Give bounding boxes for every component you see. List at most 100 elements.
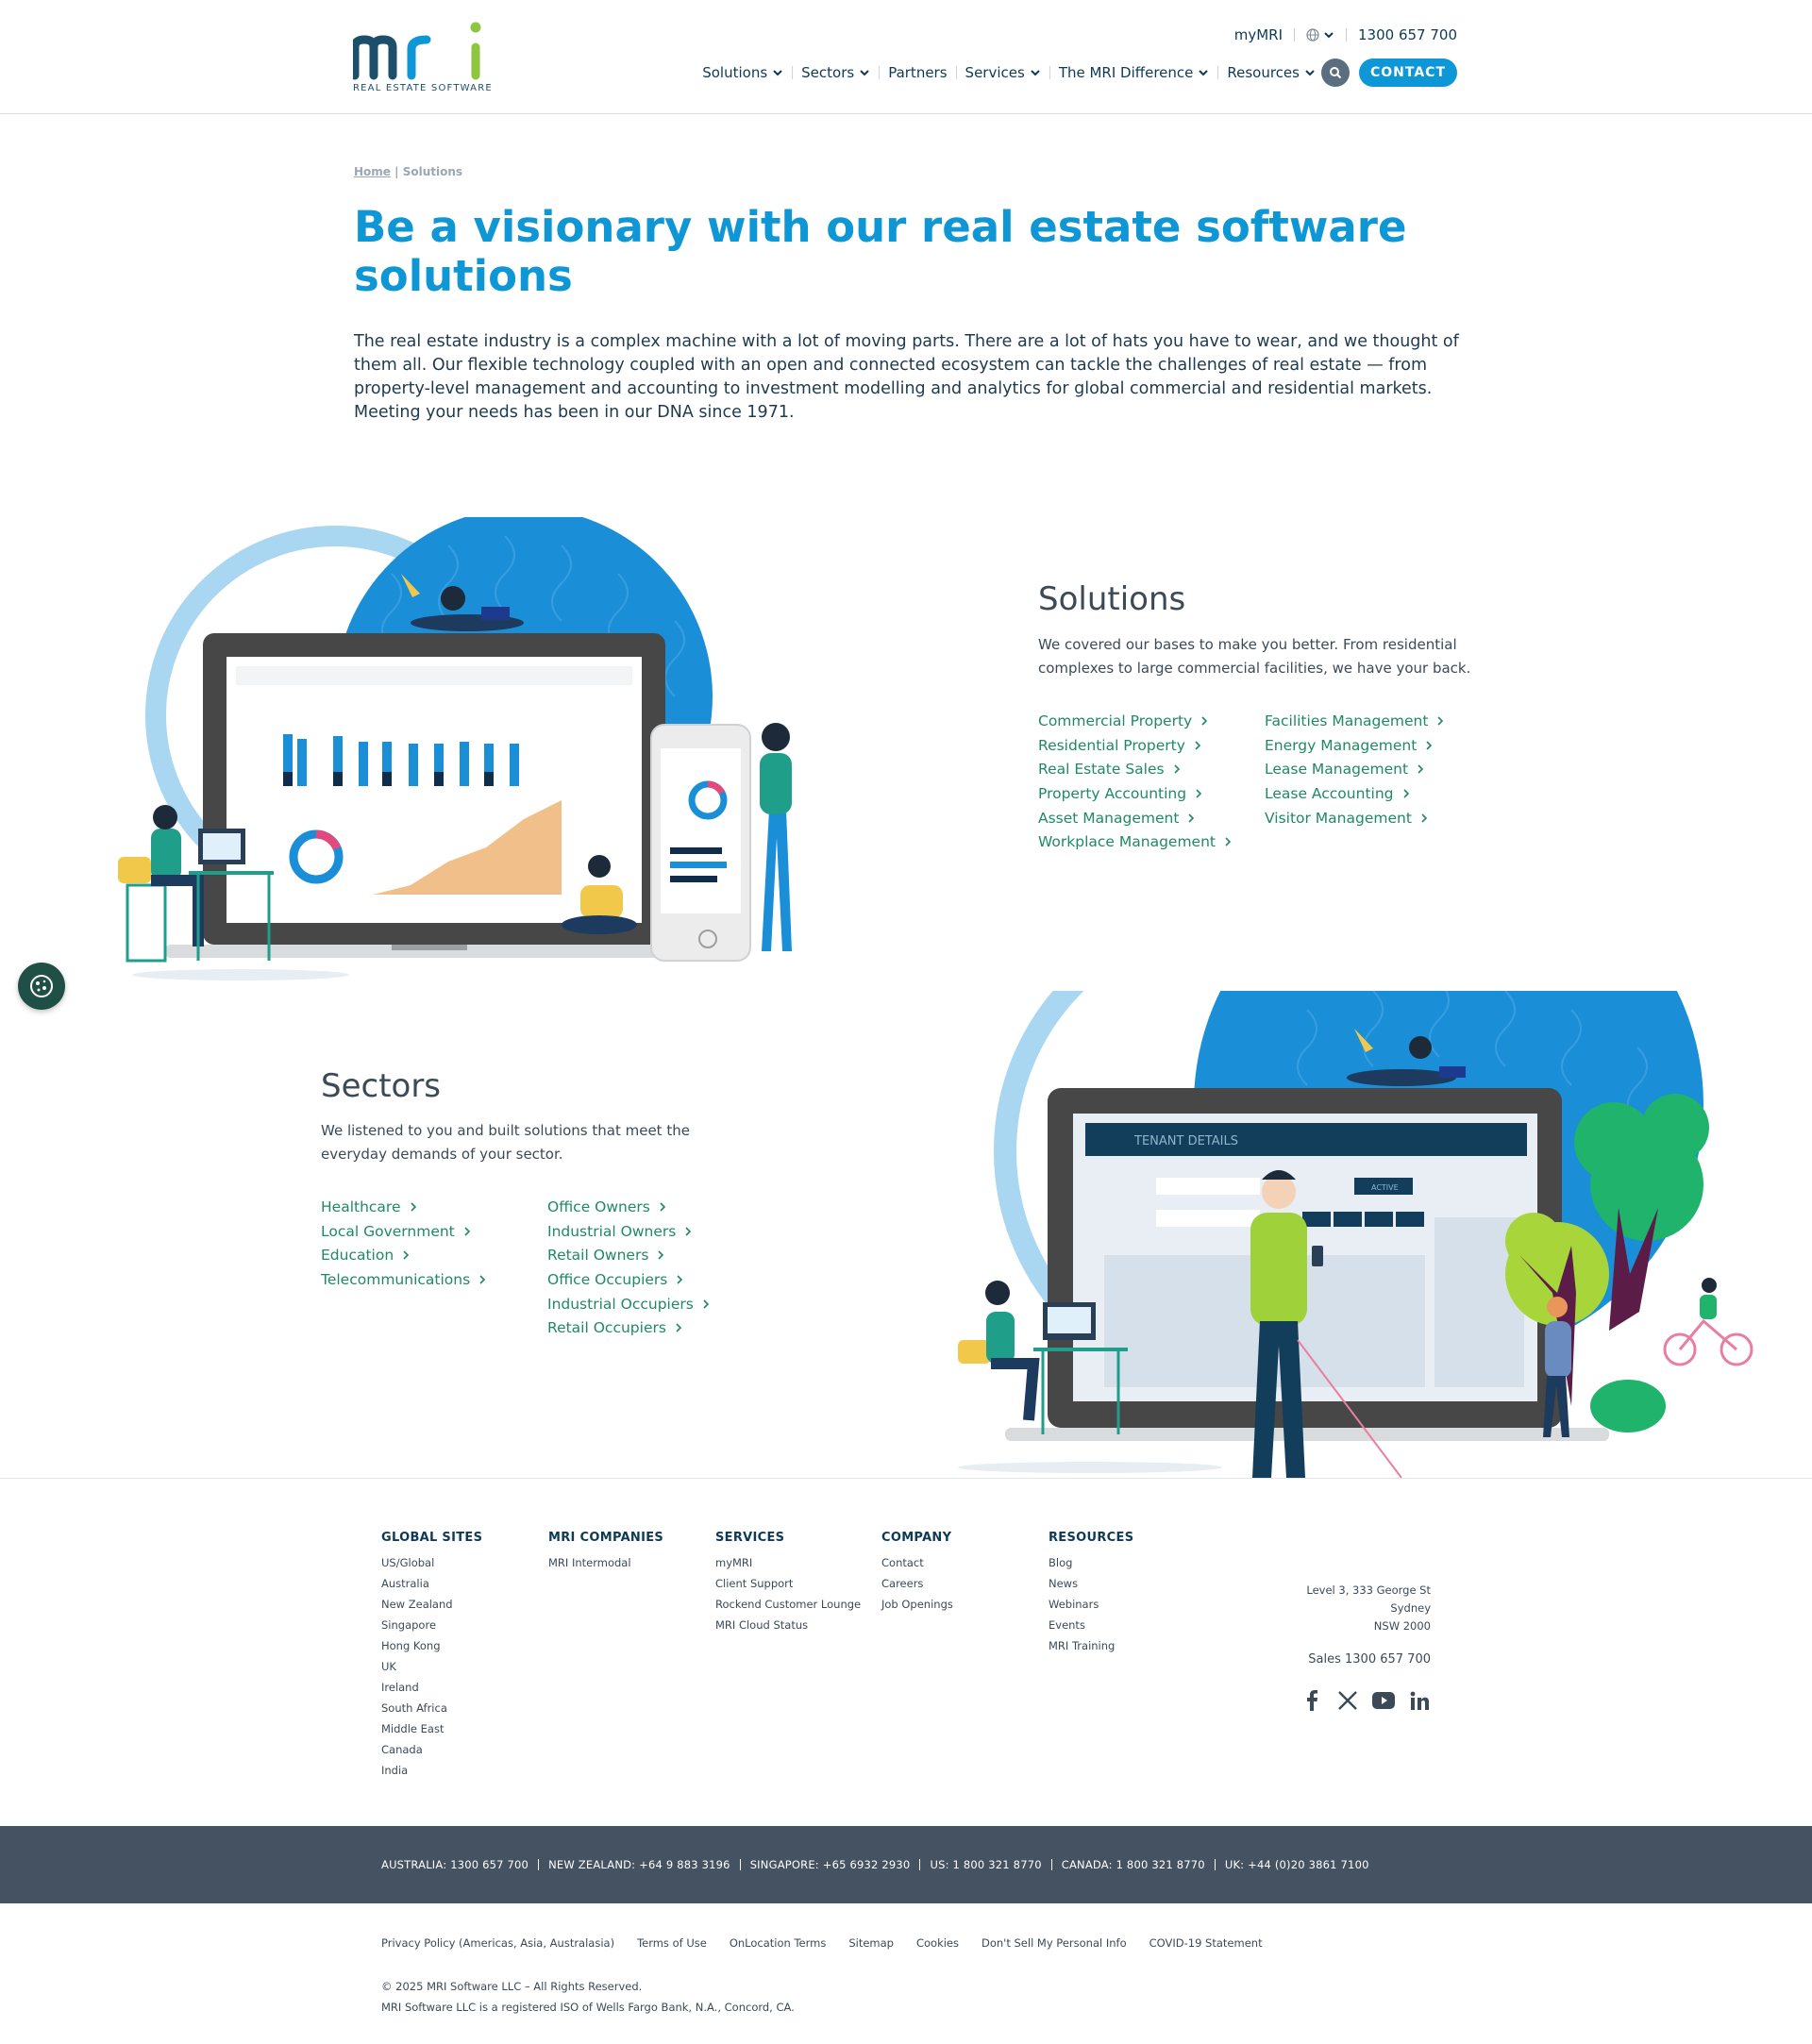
cookie-settings-button[interactable] — [18, 963, 65, 1010]
legal-link-dont-sell[interactable]: Don't Sell My Personal Info — [982, 1936, 1127, 1950]
solution-link-real-estate-sales[interactable]: Real Estate Sales — [1038, 757, 1232, 781]
chevron-right-icon — [685, 1226, 692, 1236]
solution-link-visitor-management[interactable]: Visitor Management — [1265, 806, 1444, 830]
footer-link[interactable]: Australia — [381, 1577, 429, 1590]
nav-item-services[interactable]: Services — [965, 64, 1041, 81]
footer-heading: COMPANY — [881, 1531, 952, 1545]
legal-links: Privacy Policy (Americas, Asia, Australa… — [381, 1936, 1285, 1950]
footer-link[interactable]: UK — [381, 1660, 396, 1673]
footer-link[interactable]: Blog — [1049, 1556, 1073, 1569]
nav-item-resources[interactable]: Resources — [1227, 64, 1316, 81]
footer-link[interactable]: South Africa — [381, 1701, 447, 1715]
search-button[interactable] — [1320, 59, 1350, 87]
footer-link[interactable]: MRI Intermodal — [548, 1556, 631, 1569]
divider — [1214, 1859, 1216, 1870]
sector-link-healthcare[interactable]: Healthcare — [321, 1195, 486, 1219]
nav-item-mri-difference[interactable]: The MRI Difference — [1059, 64, 1210, 81]
cookie-icon — [30, 975, 53, 997]
phone-new-zealand[interactable]: NEW ZEALAND: +64 9 883 3196 — [548, 1858, 730, 1871]
x-icon[interactable] — [1336, 1689, 1359, 1712]
tenant-details-title: TENANT DETAILS — [1133, 1134, 1238, 1148]
sector-link-retail-owners[interactable]: Retail Owners — [547, 1243, 710, 1267]
footer-link[interactable]: India — [381, 1764, 409, 1777]
logo-tagline: REAL ESTATE SOFTWARE — [353, 83, 493, 93]
sector-link-local-government[interactable]: Local Government — [321, 1219, 486, 1244]
footer-link[interactable]: Client Support — [715, 1577, 794, 1590]
breadcrumb-home-link[interactable]: Home — [354, 165, 391, 178]
solution-link-energy-management[interactable]: Energy Management — [1265, 733, 1444, 758]
solution-link-lease-management[interactable]: Lease Management — [1265, 757, 1444, 781]
legal-link-sitemap[interactable]: Sitemap — [848, 1936, 894, 1950]
solution-link-facilities-management[interactable]: Facilities Management — [1265, 709, 1444, 733]
legal-link-onlocation[interactable]: OnLocation Terms — [729, 1936, 827, 1950]
sector-link-industrial-occupiers[interactable]: Industrial Occupiers — [547, 1292, 710, 1316]
solution-link-workplace-management[interactable]: Workplace Management — [1038, 829, 1232, 854]
legal-link-privacy[interactable]: Privacy Policy (Americas, Asia, Australa… — [381, 1936, 615, 1950]
solution-link-property-accounting[interactable]: Property Accounting — [1038, 781, 1232, 806]
office-address: Level 3, 333 George St Sydney NSW 2000 — [1306, 1583, 1431, 1633]
footer-link[interactable]: Contact — [881, 1556, 924, 1569]
footer-link[interactable]: myMRI — [715, 1556, 753, 1569]
footer-link[interactable]: Careers — [881, 1577, 924, 1590]
language-selector[interactable] — [1306, 28, 1334, 42]
solution-link-residential-property[interactable]: Residential Property — [1038, 733, 1232, 758]
legal-link-covid[interactable]: COVID-19 Statement — [1149, 1936, 1263, 1950]
footer-link[interactable]: Canada — [381, 1743, 423, 1756]
footer-link[interactable]: New Zealand — [381, 1598, 453, 1611]
mymri-link[interactable]: myMRI — [1233, 26, 1284, 43]
sales-phone[interactable]: Sales 1300 657 700 — [1308, 1652, 1431, 1667]
chevron-right-icon — [464, 1226, 470, 1236]
phone-link[interactable]: 1300 657 700 — [1358, 26, 1457, 43]
chevron-right-icon — [1201, 716, 1208, 726]
footer-link[interactable]: Events — [1049, 1618, 1085, 1632]
mri-logo[interactable] — [353, 19, 485, 94]
legal-link-cookies[interactable]: Cookies — [915, 1936, 959, 1950]
footer-col-company: COMPANY Contact Careers Job Openings — [881, 1531, 953, 1615]
youtube-icon[interactable] — [1372, 1689, 1395, 1712]
sector-link-telecommunications[interactable]: Telecommunications — [321, 1267, 486, 1292]
footer-link[interactable]: Middle East — [381, 1722, 445, 1735]
footer-link[interactable]: Ireland — [381, 1681, 419, 1694]
chevron-right-icon — [660, 1202, 665, 1212]
divider — [1346, 28, 1348, 42]
footer-link[interactable]: US/Global — [381, 1556, 435, 1569]
linkedin-icon[interactable] — [1408, 1689, 1431, 1712]
sector-link-office-occupiers[interactable]: Office Occupiers — [547, 1267, 710, 1292]
footer-link[interactable]: News — [1049, 1577, 1079, 1590]
phone-canada[interactable]: CANADA: 1 800 321 8770 — [1061, 1858, 1205, 1871]
contact-button[interactable]: CONTACT — [1358, 59, 1457, 87]
legal-link-terms[interactable]: Terms of Use — [637, 1936, 707, 1950]
solution-link-lease-accounting[interactable]: Lease Accounting — [1265, 781, 1444, 806]
footer-link[interactable]: Webinars — [1049, 1598, 1099, 1611]
facebook-icon[interactable] — [1300, 1689, 1323, 1712]
sector-link-office-owners[interactable]: Office Owners — [547, 1195, 710, 1219]
footer-heading: SERVICES — [715, 1531, 785, 1545]
globe-icon — [1306, 28, 1319, 42]
sector-link-industrial-owners[interactable]: Industrial Owners — [547, 1219, 710, 1244]
utility-nav: myMRI 1300 657 700 — [1234, 26, 1457, 43]
phone-uk[interactable]: UK: +44 (0)20 3861 7100 — [1224, 1858, 1369, 1871]
divider — [739, 1859, 741, 1870]
footer-link[interactable]: Singapore — [381, 1618, 437, 1632]
nav-item-sectors[interactable]: Sectors — [801, 64, 870, 81]
solution-link-commercial-property[interactable]: Commercial Property — [1038, 709, 1232, 733]
solution-link-asset-management[interactable]: Asset Management — [1038, 806, 1232, 830]
footer-link[interactable]: Hong Kong — [381, 1639, 441, 1652]
chevron-right-icon — [1421, 813, 1428, 823]
nav-item-solutions[interactable]: Solutions — [702, 64, 783, 81]
footer-link[interactable]: Rockend Customer Lounge — [715, 1598, 862, 1611]
footer-link[interactable]: MRI Training — [1049, 1639, 1116, 1652]
sector-link-retail-occupiers[interactable]: Retail Occupiers — [547, 1315, 710, 1340]
footer-link[interactable]: MRI Cloud Status — [715, 1618, 809, 1632]
sector-link-education[interactable]: Education — [321, 1243, 486, 1267]
footer-link[interactable]: Job Openings — [881, 1598, 953, 1611]
phone-singapore[interactable]: SINGAPORE: +65 6932 2930 — [749, 1858, 911, 1871]
nav-item-partners[interactable]: Partners — [888, 64, 948, 81]
footer-col-mri-companies: MRI COMPANIES MRI Intermodal — [548, 1531, 663, 1573]
chevron-right-icon — [1174, 764, 1180, 774]
footer-heading: GLOBAL SITES — [381, 1531, 483, 1545]
phone-australia[interactable]: AUSTRALIA: 1300 657 700 — [381, 1858, 529, 1871]
chevron-right-icon — [658, 1250, 664, 1260]
chevron-right-icon — [410, 1202, 416, 1212]
phone-us[interactable]: US: 1 800 321 8770 — [930, 1858, 1042, 1871]
